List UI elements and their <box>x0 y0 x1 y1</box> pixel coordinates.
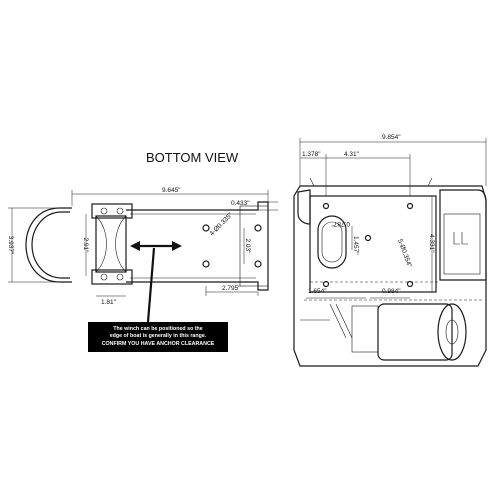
anchor-clearance-note: The winch can be positioned so the edge … <box>88 322 228 352</box>
bottom-hole-spacing: 2.795" <box>222 285 241 292</box>
side-bottom-right: 0.984" <box>382 288 401 295</box>
side-left-offset: 1.378" <box>302 151 321 158</box>
note-line-2: edge of boat is generally in this range. <box>109 333 207 340</box>
motor-drum <box>300 303 467 361</box>
side-bottom-left: 1.654" <box>308 288 327 295</box>
bottom-height: 3.937" <box>7 236 14 255</box>
side-view-dimension-lines <box>299 138 487 299</box>
slot-width: 0.787" <box>331 220 350 227</box>
slot-height: 1.457" <box>352 236 359 255</box>
side-bolt-callout: 5-Ø0.354" <box>396 238 413 269</box>
roller <box>25 207 127 283</box>
mounting-plate <box>309 195 437 293</box>
bottom-view-dimension-lines <box>8 190 278 297</box>
bottom-overall-length: 9.645" <box>162 187 181 194</box>
side-hole-spacing: 4.31" <box>344 151 360 158</box>
bottom-offset-top: 0.433" <box>231 200 250 207</box>
bottom-bolt-callout: 4-Ø0.335" <box>208 211 234 237</box>
bottom-view-title: BOTTOM VIEW <box>146 150 239 165</box>
hole-vertical: 2.03" <box>244 239 251 255</box>
mounting-holes <box>202 224 262 268</box>
note-line-3: CONFIRM YOU HAVE ANCHOR CLEARANCE <box>101 340 215 347</box>
plate-height: 4.331" <box>428 234 435 253</box>
roller-height: 2.91" <box>82 238 89 254</box>
side-overall-length: 9.854" <box>382 134 401 141</box>
roller-plates <box>91 203 133 285</box>
winch-range-arrow <box>130 241 182 323</box>
roller-width: 1.81" <box>101 299 117 306</box>
note-line-1: The winch can be positioned so the <box>113 326 203 333</box>
